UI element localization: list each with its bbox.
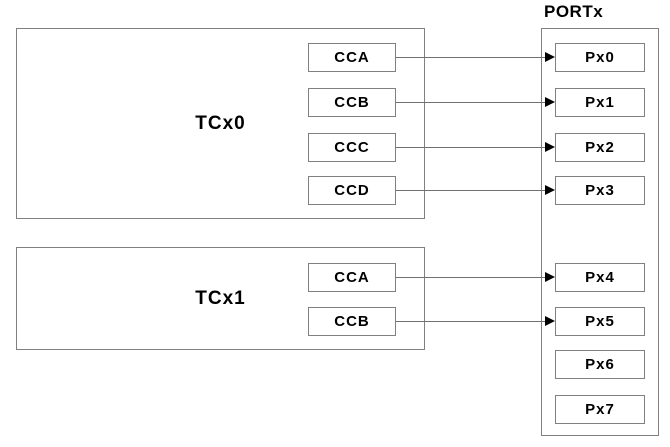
- tcx1-channel-cca: CCA: [308, 263, 396, 292]
- arrowhead-right-icon: [545, 142, 555, 152]
- tcx0-channel-ccd: CCD: [308, 176, 396, 205]
- arrowhead-right-icon: [545, 316, 555, 326]
- wire-tcx0-ccd-to-px3: [396, 185, 555, 195]
- pin-px3: Px3: [555, 176, 645, 205]
- arrowhead-right-icon: [545, 97, 555, 107]
- portx-title: PORTx: [544, 2, 604, 21]
- wire-line: [396, 56, 545, 58]
- tcx0-channel-ccb: CCB: [308, 88, 396, 117]
- wire-line: [396, 101, 545, 103]
- block-tcx1: TCx1 CCA CCB: [16, 247, 425, 350]
- tcx0-label: TCx0: [195, 112, 246, 134]
- block-portx: Px0 Px1 Px2 Px3 Px4 Px5 Px6 Px7: [541, 28, 659, 436]
- wire-line: [396, 146, 545, 148]
- pin-px7: Px7: [555, 395, 645, 424]
- wire-line: [396, 320, 545, 322]
- tcx1-channel-ccb: CCB: [308, 307, 396, 336]
- wire-tcx1-cca-to-px4: [396, 272, 555, 282]
- tcx1-label: TCx1: [195, 287, 246, 309]
- arrowhead-right-icon: [545, 185, 555, 195]
- wire-tcx0-cca-to-px0: [396, 52, 555, 62]
- wire-tcx0-ccb-to-px1: [396, 97, 555, 107]
- arrowhead-right-icon: [545, 52, 555, 62]
- wire-tcx1-ccb-to-px5: [396, 316, 555, 326]
- pin-px1: Px1: [555, 88, 645, 117]
- wire-line: [396, 189, 545, 191]
- pin-px2: Px2: [555, 133, 645, 162]
- tcx0-channel-ccc: CCC: [308, 133, 396, 162]
- pin-px6: Px6: [555, 350, 645, 379]
- block-tcx0: TCx0 CCA CCB CCC CCD: [16, 28, 425, 219]
- pin-px5: Px5: [555, 307, 645, 336]
- pin-px0: Px0: [555, 43, 645, 72]
- tcx0-channel-cca: CCA: [308, 43, 396, 72]
- wire-line: [396, 276, 545, 278]
- arrowhead-right-icon: [545, 272, 555, 282]
- pin-px4: Px4: [555, 263, 645, 292]
- wire-tcx0-ccc-to-px2: [396, 142, 555, 152]
